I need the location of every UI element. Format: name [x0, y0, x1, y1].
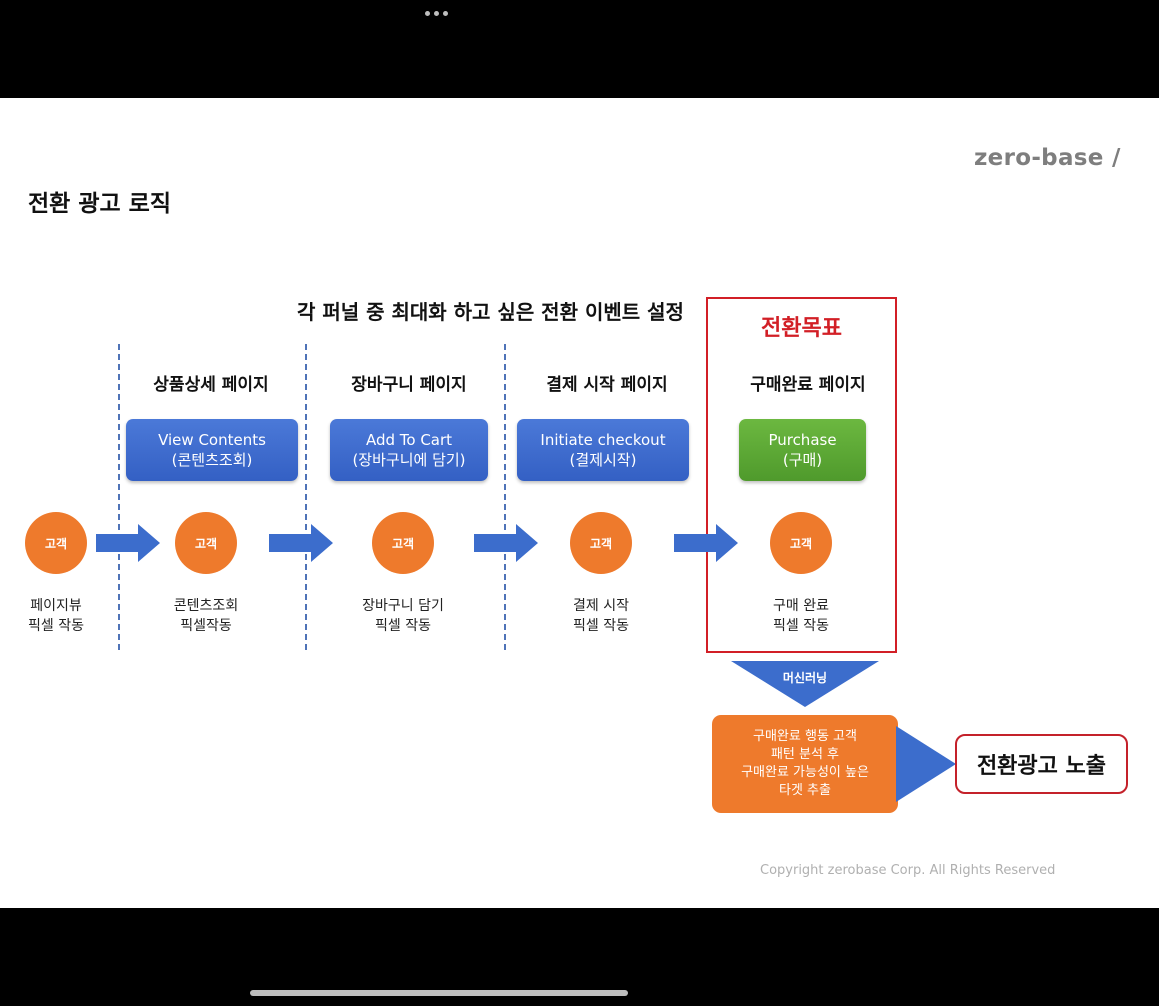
- insight-line: 구매완료 가능성이 높은: [741, 765, 869, 780]
- event-korean-name: (장바구니에 담기): [352, 451, 466, 469]
- pixel-status: 픽셀 작동: [773, 618, 829, 634]
- dot: [425, 11, 430, 16]
- page-label-product-detail: 상품상세 페이지: [153, 375, 269, 395]
- zero-base-logo: zero-base /: [974, 145, 1121, 171]
- event-purchase: Purchase (구매): [739, 419, 866, 481]
- device-bottom-bar: [0, 908, 1159, 1006]
- pixel-label-add-to-cart: 장바구니 담기 픽셀 작동: [328, 596, 478, 636]
- pixel-label-pageview: 페이지뷰 픽셀 작동: [0, 596, 131, 636]
- customer-circle: 고객: [770, 512, 832, 574]
- insight-line: 타겟 추출: [779, 783, 831, 798]
- event-add-to-cart: Add To Cart (장바구니에 담기): [330, 419, 488, 481]
- pixel-status: 픽셀 작동: [375, 618, 431, 634]
- event-view-contents: View Contents (콘텐츠조회): [126, 419, 298, 481]
- dot: [434, 11, 439, 16]
- funnel-divider: [305, 344, 307, 650]
- insight-line: 패턴 분석 후: [770, 747, 840, 762]
- conversion-ad-result: 전환광고 노출: [955, 734, 1128, 794]
- copyright-text: Copyright zerobase Corp. All Rights Rese…: [760, 863, 1056, 878]
- device-top-bar: [0, 0, 1159, 98]
- flow-arrow-icon: [269, 524, 333, 562]
- event-name: Add To Cart: [365, 431, 453, 449]
- event-name: Purchase: [768, 431, 837, 449]
- flow-arrow-icon: [96, 524, 160, 562]
- result-arrow-icon: [896, 726, 956, 802]
- home-indicator[interactable]: [250, 990, 628, 996]
- pixel-event: 구매 완료: [773, 598, 829, 614]
- flow-arrow-icon: [474, 524, 538, 562]
- event-korean-name: (콘텐츠조회): [171, 451, 253, 469]
- slide-title: 전환 광고 로직: [28, 191, 171, 217]
- pixel-status: 픽셀작동: [180, 618, 232, 634]
- machine-learning-label: 머신러닝: [782, 671, 828, 685]
- customer-circle: 고객: [570, 512, 632, 574]
- pixel-event: 장바구니 담기: [362, 598, 444, 614]
- pixel-label-purchase: 구매 완료 픽셀 작동: [726, 596, 876, 636]
- pixel-event: 결제 시작: [573, 598, 629, 614]
- pixel-label-checkout: 결제 시작 픽셀 작동: [526, 596, 676, 636]
- customer-circle: 고객: [25, 512, 87, 574]
- flow-arrow-icon: [674, 524, 738, 562]
- event-name: Initiate checkout: [540, 431, 666, 449]
- headline: 각 퍼널 중 최대화 하고 싶은 전환 이벤트 설정: [297, 300, 684, 324]
- conversion-goal-frame: [706, 297, 897, 653]
- customer-circle: 고객: [372, 512, 434, 574]
- pixel-status: 픽셀 작동: [28, 618, 84, 634]
- event-name: View Contents: [158, 431, 266, 449]
- more-options-icon[interactable]: [425, 11, 448, 16]
- customer-circle: 고객: [175, 512, 237, 574]
- insight-line: 구매완료 행동 고객: [753, 729, 857, 744]
- event-initiate-checkout: Initiate checkout (결제시작): [517, 419, 689, 481]
- target-extraction-box: 구매완료 행동 고객 패턴 분석 후 구매완료 가능성이 높은 타겟 추출: [712, 715, 898, 813]
- pixel-event: 콘텐츠조회: [173, 598, 239, 614]
- machine-learning-arrow-icon: [731, 661, 879, 707]
- pixel-event: 페이지뷰: [30, 598, 82, 614]
- event-korean-name: (구매): [782, 451, 823, 469]
- page-label-cart: 장바구니 페이지: [351, 375, 467, 395]
- dot: [443, 11, 448, 16]
- funnel-divider: [118, 344, 120, 650]
- slide: zero-base / 전환 광고 로직 각 퍼널 중 최대화 하고 싶은 전환…: [0, 98, 1159, 908]
- page-label-purchase: 구매완료 페이지: [750, 375, 866, 395]
- pixel-label-view-contents: 콘텐츠조회 픽셀작동: [131, 596, 281, 636]
- page-label-checkout: 결제 시작 페이지: [546, 375, 668, 395]
- event-korean-name: (결제시작): [569, 451, 637, 469]
- conversion-goal-label: 전환목표: [761, 316, 842, 341]
- pixel-status: 픽셀 작동: [573, 618, 629, 634]
- funnel-divider: [504, 344, 506, 650]
